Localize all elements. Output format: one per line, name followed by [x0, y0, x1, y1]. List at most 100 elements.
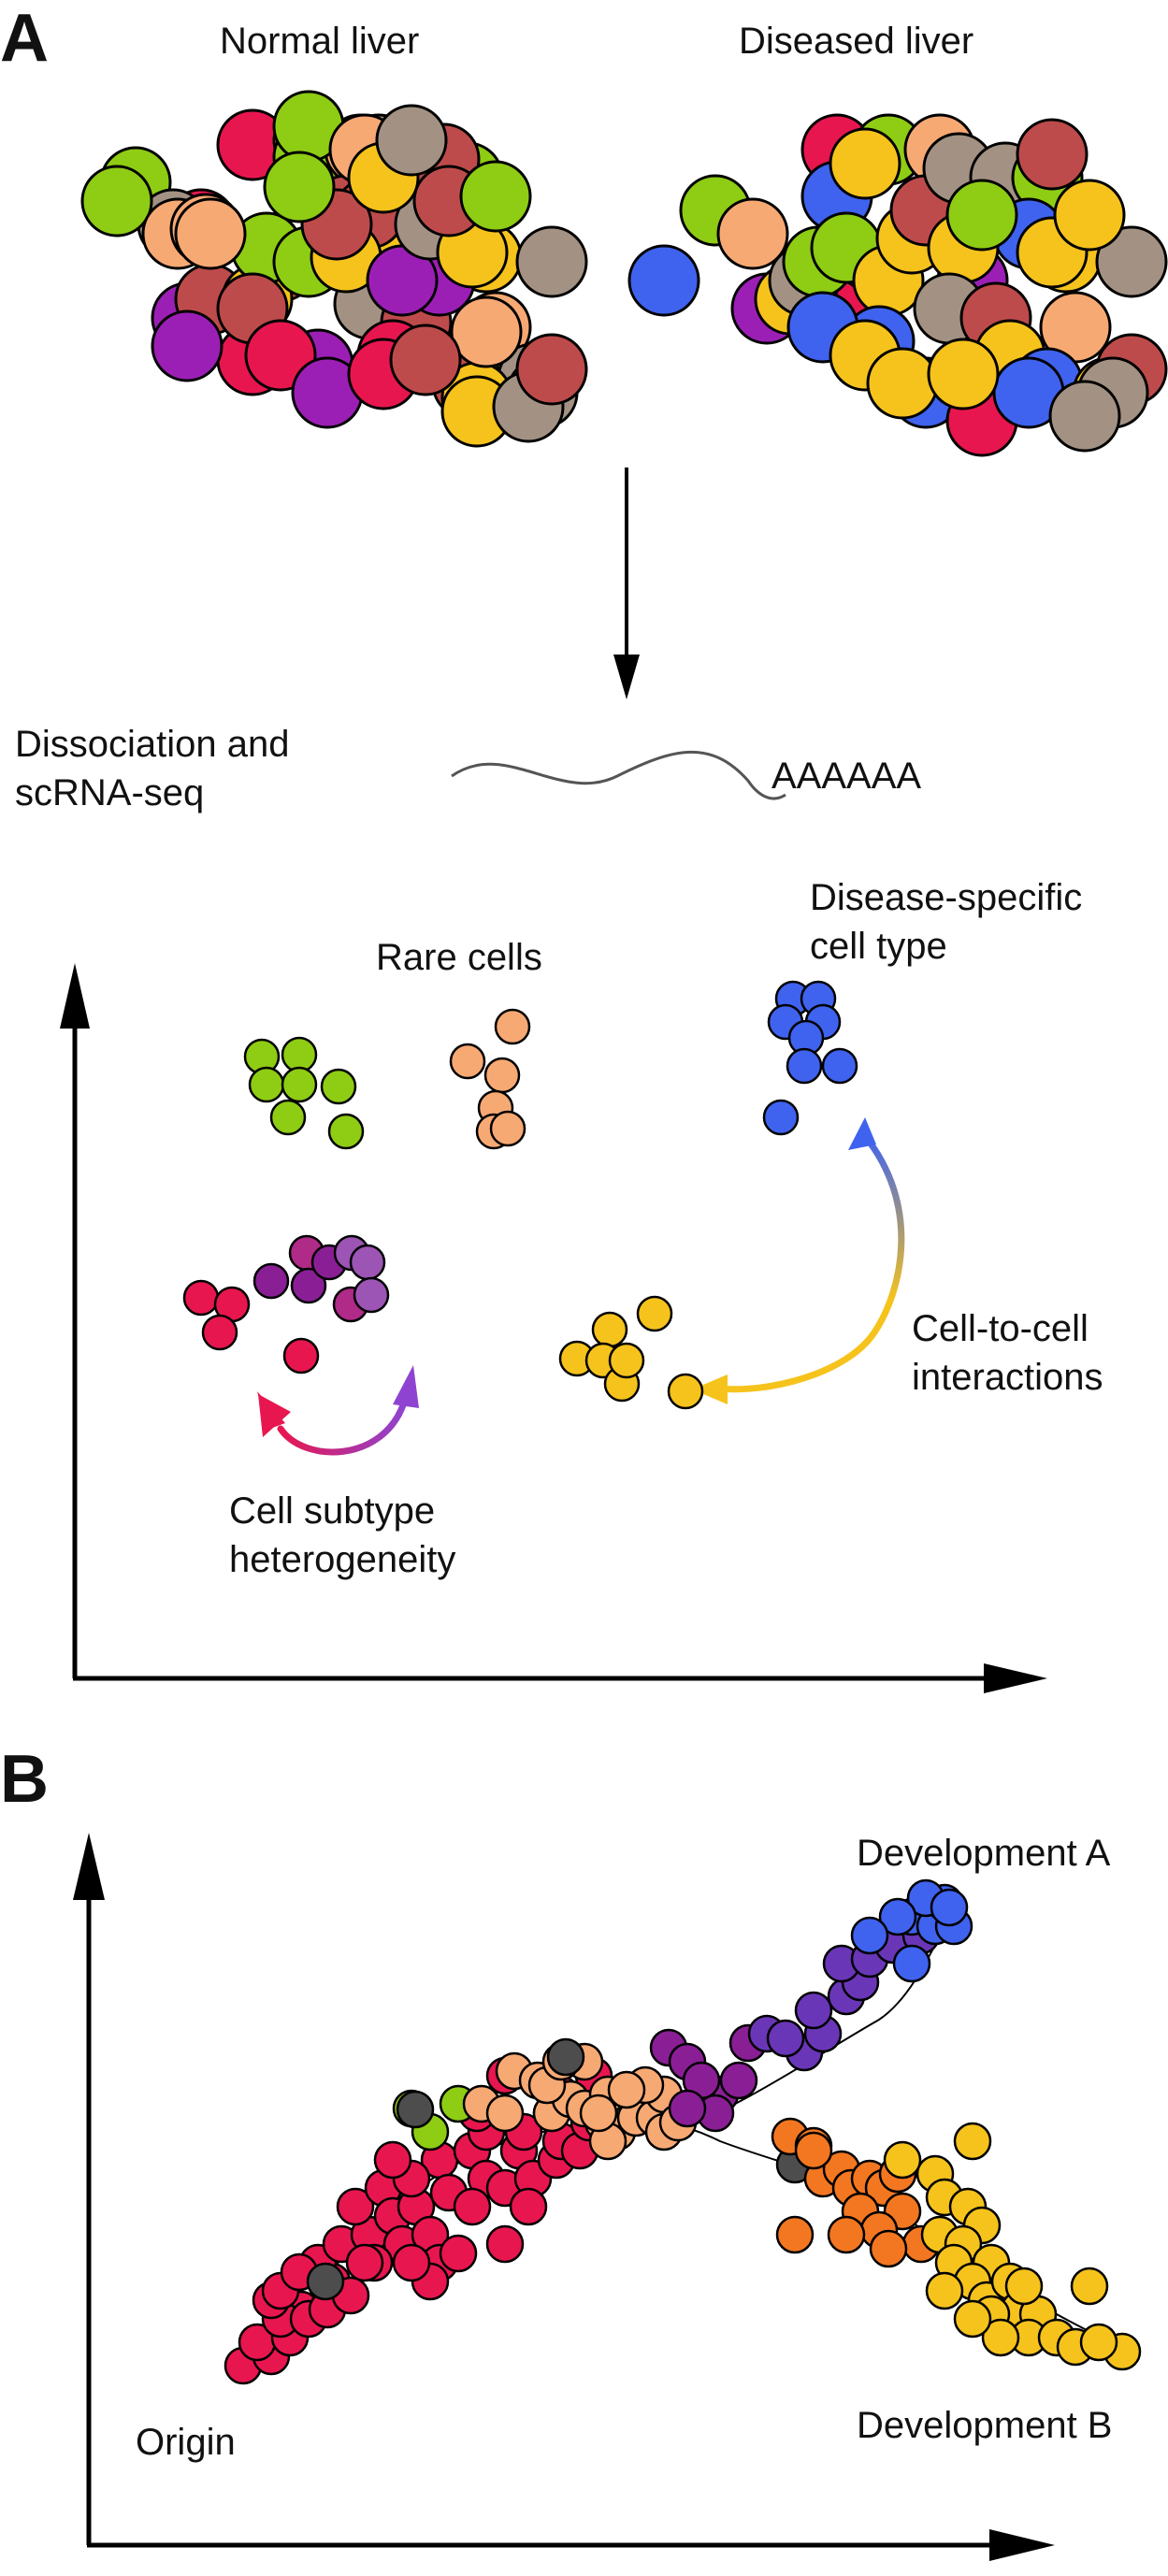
- dev-a-cell: [930, 1888, 969, 1927]
- panel-a-axes: [60, 963, 1047, 1693]
- normal-liver-title: Normal liver: [220, 21, 420, 62]
- blue-cell: [821, 1047, 858, 1085]
- subtype-cell: [290, 1267, 327, 1304]
- green-cell: [320, 1068, 357, 1105]
- purple-cell: [668, 2089, 707, 2128]
- yellow-cell: [636, 1295, 673, 1332]
- dissociation-label: Dissociation and scRNA-seq: [15, 724, 290, 813]
- panel-a-y-arrowhead: [60, 963, 90, 1029]
- mid-peach-cell: [579, 2094, 618, 2133]
- gray-cell: [306, 2262, 345, 2301]
- green-cell: [269, 1099, 307, 1136]
- interaction-arrow: [692, 1117, 905, 1404]
- diseased-liver-cell: [866, 347, 939, 420]
- rare-cells-label: Rare cells: [376, 937, 542, 978]
- dev-b-yellow-cell: [953, 2122, 992, 2161]
- dev-b-yellow-cell: [925, 2271, 964, 2310]
- origin-label: Origin: [136, 2422, 236, 2463]
- dev-a-cell: [878, 1897, 917, 1936]
- normal-liver-cell: [263, 151, 336, 223]
- subtype-cell: [252, 1262, 290, 1300]
- violet-cell: [766, 2019, 805, 2058]
- blue-cell: [786, 1047, 823, 1085]
- origin-cell: [485, 2224, 525, 2264]
- diseased-liver-cell: [945, 179, 1018, 252]
- diseased-liver-cell: [716, 197, 789, 270]
- normal-liver-cell: [375, 104, 448, 177]
- purple-cell: [719, 2061, 758, 2100]
- diseased-liver-cell: [1048, 380, 1121, 453]
- yellow-cell: [667, 1373, 704, 1410]
- cell-to-cell-label: Cell-to-cell interactions: [912, 1308, 1103, 1398]
- yellow-cell: [591, 1311, 628, 1348]
- blue-cell: [762, 1099, 800, 1136]
- dev-b-yellow-cell: [883, 2140, 922, 2180]
- normal-liver-cell: [450, 295, 523, 368]
- green-cell: [327, 1113, 365, 1150]
- origin-cell: [373, 2140, 412, 2180]
- origin-cell: [345, 2243, 384, 2282]
- normal-liver-cell: [515, 333, 588, 406]
- peach-cell: [483, 1057, 521, 1094]
- diseased-liver-cell: [1053, 179, 1126, 252]
- origin-cell: [336, 2187, 375, 2226]
- polya-tail: AAAAAA: [771, 756, 922, 797]
- dev-b-yellow-cell: [1079, 2323, 1118, 2362]
- green-cell: [248, 1066, 285, 1103]
- subtype-cell: [349, 1244, 386, 1281]
- gray-cell: [546, 2037, 585, 2077]
- normal-liver-cell: [459, 160, 532, 233]
- normal-liver-cell: [151, 309, 224, 382]
- subtype-heterogeneity-label: Cell subtype heterogeneity: [229, 1490, 456, 1580]
- normal-liver-cell: [174, 197, 247, 270]
- diseased-liver-title: Diseased liver: [739, 21, 974, 62]
- dev-b-yellow-cell: [953, 2299, 992, 2339]
- panel-a-label: A: [0, 1, 49, 76]
- cells-layer: [80, 90, 1168, 2385]
- dev-b-yellow-cell: [1070, 2267, 1109, 2306]
- normal-liver-cell: [80, 165, 153, 237]
- diseased-liver-cell: [1016, 118, 1089, 191]
- panel-b-x-arrowhead: [989, 2529, 1055, 2561]
- peach-cell: [449, 1043, 486, 1080]
- dev-b-orange-cell: [794, 2131, 833, 2170]
- dev-b-orange-cell: [827, 2215, 866, 2254]
- diseased-liver-cell: [627, 244, 700, 317]
- diseased-liver-cell: [1095, 225, 1168, 298]
- normal-liver-cell: [515, 225, 588, 298]
- subtype-arrow: [257, 1365, 419, 1456]
- dev-b-orange-cell: [775, 2215, 815, 2254]
- normal-liver-cell: [389, 324, 462, 396]
- panel-b-label: B: [0, 1742, 49, 1817]
- origin-cell: [439, 2234, 478, 2273]
- origin-cell: [509, 2187, 548, 2226]
- origin-cell: [453, 2187, 492, 2226]
- dev-b-yellow-cell: [1004, 2267, 1044, 2306]
- peach-cell: [489, 1110, 526, 1147]
- mid-peach-cell: [485, 2094, 525, 2133]
- panel-b-axes: [73, 1833, 1055, 2561]
- mrna-squiggle: [451, 750, 786, 800]
- dev-a-cell: [850, 1916, 889, 1955]
- development-b-label: Development B: [857, 2405, 1113, 2446]
- violet-cell: [794, 1991, 833, 2030]
- subtype-cell: [182, 1279, 220, 1317]
- origin-cell: [392, 2243, 431, 2282]
- diseased-liver-cell: [927, 338, 1000, 410]
- dev-a-cell: [892, 1944, 931, 1983]
- panel-a-x-arrowhead: [984, 1663, 1047, 1693]
- mid-peach-cell: [607, 2070, 646, 2109]
- green-cell: [281, 1036, 318, 1073]
- dev-b-orange-cell: [869, 2229, 908, 2268]
- green-cell: [281, 1066, 318, 1103]
- development-a-label: Development A: [857, 1833, 1111, 1874]
- gray-cell: [396, 2090, 435, 2129]
- subtype-cell: [353, 1276, 390, 1314]
- subtype-cell: [282, 1337, 320, 1374]
- disease-specific-label: Disease-specific cell type: [810, 877, 1083, 967]
- subtype-cell: [201, 1314, 238, 1351]
- peach-cell: [494, 1008, 531, 1045]
- dev-b-yellow-cell: [981, 2318, 1020, 2357]
